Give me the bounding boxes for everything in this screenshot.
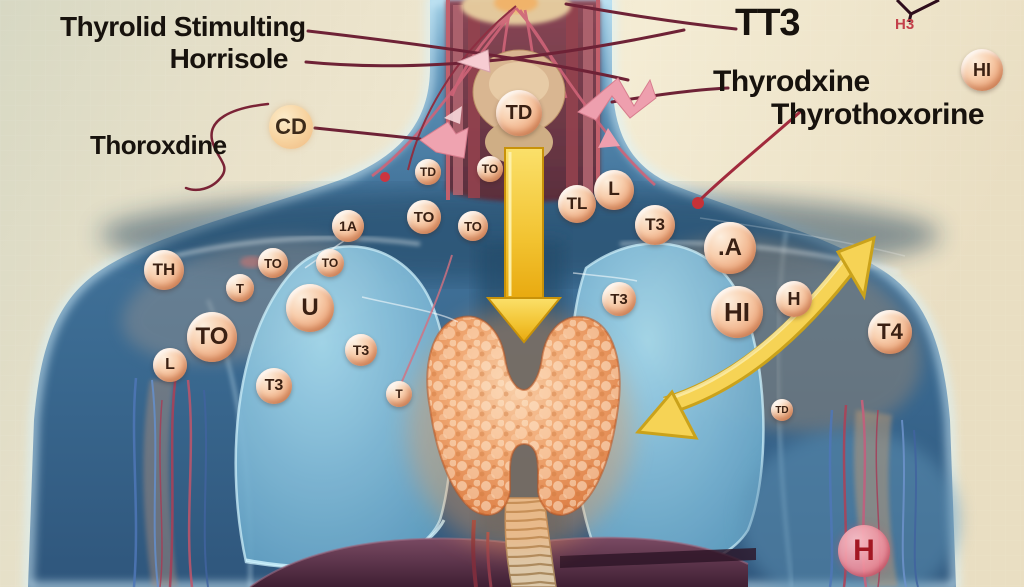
thin-pink-vessel — [399, 254, 453, 387]
tiny-pink-arrowhead — [444, 106, 462, 124]
thyrothoxorine-leader — [698, 110, 802, 202]
chem-structure — [895, 0, 940, 23]
tsh-line2-leader — [304, 28, 686, 68]
hormone-bubble: .A — [704, 222, 756, 274]
pink-arrowhead-left — [456, 49, 491, 73]
hormone-bubble: H — [776, 281, 812, 317]
curved-arrowhead-top — [835, 235, 876, 301]
hormone-bubble: TO — [458, 211, 488, 241]
hormone-bubble: TO — [187, 312, 237, 362]
hormone-bubble: TO — [258, 248, 288, 278]
label-tt3: TT3 — [735, 2, 801, 44]
label-tsh-line2: Horrisole — [169, 43, 289, 74]
right-lower-lobe — [740, 430, 960, 587]
curved-arrowhead-bottom — [635, 389, 699, 440]
thyroid-gland — [408, 308, 632, 552]
hormone-bubble: T — [226, 274, 254, 302]
hormone-bubble: 1A — [332, 210, 364, 242]
squiggle-line — [184, 102, 270, 192]
hormone-bubble: T3 — [345, 334, 377, 366]
h-circle-label: H — [838, 525, 890, 577]
label-h3: H3 — [895, 16, 915, 33]
hormone-bubble: T3 — [256, 368, 292, 404]
hormone-bubble: T3 — [635, 205, 675, 245]
hormone-bubble: TH — [144, 250, 184, 290]
label-tsh-line1: Thyrolid Stimulting — [60, 11, 306, 42]
left-arm-veins — [132, 374, 209, 587]
label-thyroxine: Thyrodxine — [713, 65, 870, 98]
cd-pink-arrow — [419, 121, 469, 159]
hormone-bubble: HI — [711, 286, 763, 338]
big-pink-arrow — [577, 77, 657, 121]
label-thyrothoxorine: Thyrothoxorine — [771, 98, 985, 131]
hormone-bubble: TD — [771, 399, 793, 421]
hormone-bubble: L — [594, 170, 634, 210]
small-pink-arrow-up — [598, 128, 620, 148]
hormone-bubble: TO — [477, 156, 503, 182]
cd-bubble: CD — [269, 105, 313, 149]
hormone-bubble: L — [153, 348, 187, 382]
hormone-bubble: T3 — [602, 282, 636, 316]
hormone-bubble: HI — [961, 49, 1003, 91]
hormone-bubble: T4 — [868, 310, 912, 354]
hormone-bubble: U — [286, 284, 334, 332]
label-thoroxdine: Thoroxdine — [90, 130, 227, 160]
hormone-bubble: TD — [415, 159, 441, 185]
down-arrow — [485, 147, 563, 344]
tt3-leader — [564, 2, 738, 31]
leader-lines — [184, 2, 802, 202]
pink-arrows — [419, 49, 657, 159]
tsh-line1-leader — [306, 29, 630, 82]
hormone-bubble: TO — [316, 249, 344, 277]
hormone-bubble: TL — [558, 185, 596, 223]
left-clavicle-highlight — [149, 236, 421, 264]
curved-arrow — [635, 235, 876, 440]
hormone-bubble: TD — [496, 90, 542, 136]
cd-leader — [313, 126, 422, 141]
hormone-bubble: T — [386, 381, 412, 407]
hormone-bubble: TO — [407, 200, 441, 234]
